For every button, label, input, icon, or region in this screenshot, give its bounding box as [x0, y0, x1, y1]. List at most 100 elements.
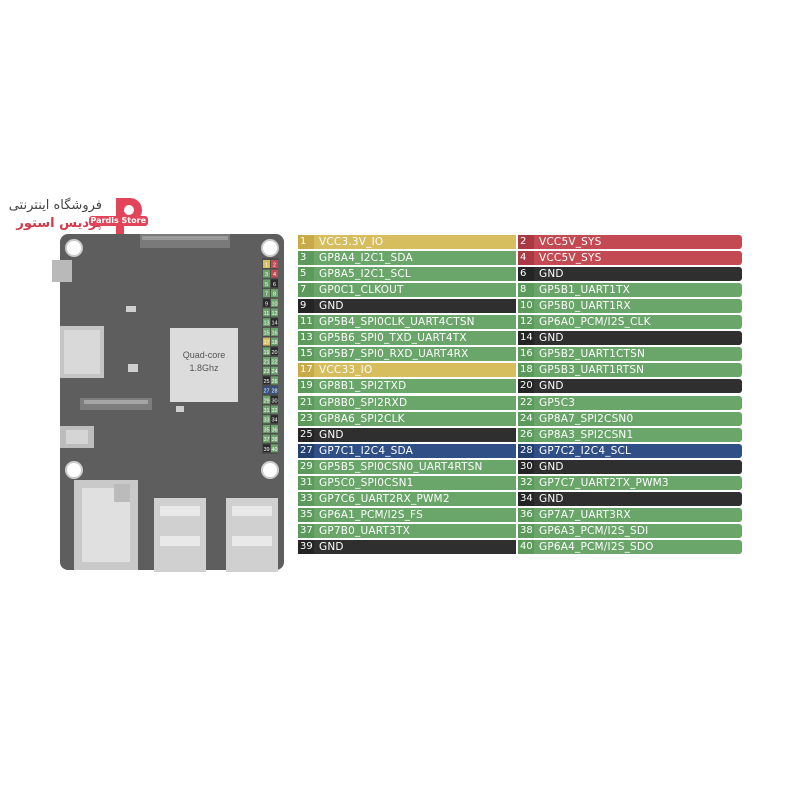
pin-row: 9 GND	[298, 299, 516, 314]
pin-number: 34	[518, 491, 534, 506]
header-pin	[263, 405, 270, 414]
pin-label: GP5B1_UART1TX	[539, 284, 630, 297]
header-pin	[263, 269, 270, 278]
header-pin	[263, 327, 270, 336]
header-pin	[271, 298, 278, 307]
pin-label: GP5C0_SPI0CSN1	[319, 476, 414, 489]
header-pin-label: 21	[263, 360, 269, 366]
pin-number: 39	[298, 539, 314, 554]
header-pin	[263, 415, 270, 424]
header-pin	[271, 347, 278, 356]
header-pin-label: 24	[271, 369, 277, 375]
pin-label: VCC3.3V_IO	[319, 236, 384, 248]
pin-label: GND	[539, 380, 564, 393]
header-pin	[271, 376, 278, 385]
header-pin-label: 18	[271, 340, 277, 346]
pin-label: VCC5V_SYS	[539, 236, 602, 248]
header-pin-label: 16	[271, 330, 277, 336]
header-pin-label: 31	[263, 408, 269, 414]
header-pin	[263, 386, 270, 395]
pin-label: GP8B1_SPI2TXD	[319, 380, 407, 393]
header-pin-label: 29	[263, 398, 269, 404]
header-pin	[271, 434, 278, 443]
header-pin-label: 2	[273, 263, 276, 269]
header-pin-label: 6	[273, 282, 276, 288]
pin-label: VCC33_IO	[319, 364, 373, 377]
header-pin-label: 11	[264, 311, 270, 317]
header-pin	[263, 444, 270, 453]
mount-hole-icon	[65, 239, 83, 257]
header-pin-label: 19	[263, 350, 269, 356]
pin-number: 8	[518, 283, 534, 298]
header-pin	[263, 347, 270, 356]
pin-number: 9	[298, 299, 314, 314]
header-pin-label: 40	[271, 447, 277, 453]
store-name-line1: فروشگاه اینترنتی	[8, 198, 102, 213]
header-pin	[263, 279, 270, 288]
pin-label: GND	[319, 300, 344, 313]
header-pin	[271, 405, 278, 414]
header-pin	[271, 269, 278, 278]
header-pin	[271, 366, 278, 375]
header-pin-label: 20	[271, 350, 277, 356]
pin-label: GND	[539, 332, 564, 345]
pin-number: 17	[298, 363, 314, 378]
header-pin-label: 5	[265, 282, 268, 288]
pin-label: GND	[319, 428, 344, 441]
pin-label: GP0C1_CLKOUT	[319, 284, 404, 297]
pin-label: GP5B7_SPI0_RXD_UART4RX	[319, 348, 469, 361]
pin-number: 15	[298, 347, 314, 362]
header-pin	[271, 395, 278, 404]
pin-number: 35	[298, 507, 314, 522]
pin-label: GP5B0_UART1RX	[539, 300, 631, 313]
header-pin	[271, 289, 278, 298]
pin-number: 7	[298, 283, 314, 298]
pin-number: 32	[518, 475, 534, 490]
micro-usb-port	[52, 260, 72, 282]
header-pin	[271, 260, 278, 268]
cpu-label-line2: 1.8Ghz	[189, 363, 219, 373]
pin-number: 27	[298, 443, 314, 458]
pin-label: GP5C3	[539, 396, 576, 409]
header-pin	[263, 376, 270, 385]
pin-number: 24	[518, 411, 534, 426]
pin-number: 12	[518, 315, 534, 330]
pin-number: 31	[298, 475, 314, 490]
pin-label: GP7C7_UART2TX_PWM3	[539, 476, 669, 489]
pin-row: 38 GP6A3_PCM/I2S_SDI	[518, 523, 742, 538]
pin-row: 17 VCC33_IO	[298, 363, 516, 378]
store-logo-text: Pardis Store	[88, 216, 148, 226]
pin-number: 36	[518, 507, 534, 522]
pin-label: GND	[319, 540, 344, 553]
header-pin	[263, 318, 270, 327]
pin-number: 3	[298, 251, 314, 266]
pin-row: 34 GND	[518, 491, 742, 506]
pin-label: GND	[539, 492, 564, 505]
header-pin-label: 34	[271, 418, 277, 424]
pin-label: GP6A3_PCM/I2S_SDI	[539, 524, 649, 537]
pin-number: 38	[518, 523, 534, 538]
pin-number: 11	[298, 315, 314, 330]
pin-label: GND	[539, 460, 564, 473]
header-pin-label: 28	[271, 389, 277, 395]
pin-number: 30	[518, 459, 534, 474]
pin-label: GP8A3_SPI2CSN1	[539, 428, 634, 441]
header-pin-label: 3	[265, 272, 268, 278]
pin-number: 19	[298, 379, 314, 394]
